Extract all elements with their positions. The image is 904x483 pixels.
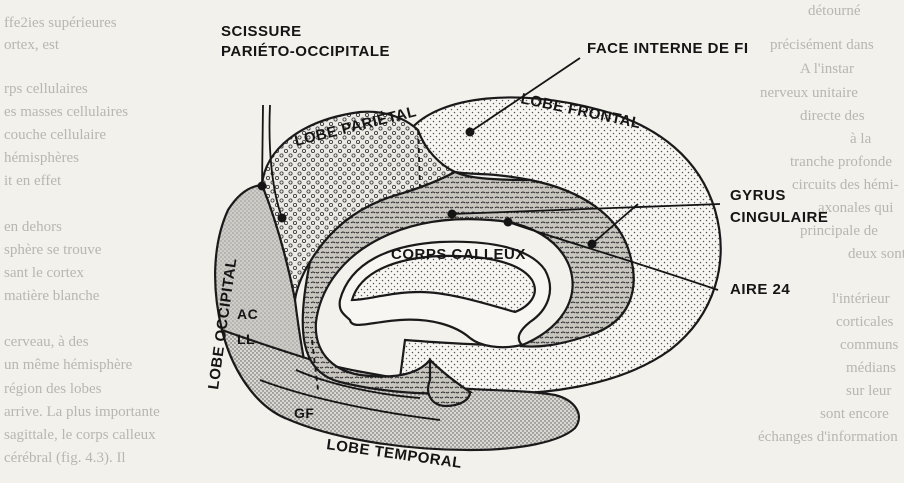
label-gyrus-line1: GYRUS [730,187,786,204]
label-scissure-line1: SCISSURE [221,23,302,40]
marker-dot [278,214,287,223]
marker-dot [258,182,267,191]
marker-dot [448,210,457,219]
marker-dot [466,128,475,137]
label-scissure-line2: PARIÉTO-OCCIPITALE [221,43,390,60]
label-ac: AC [237,306,258,322]
leader-scissure-1 [262,105,263,186]
label-ll: LL [237,331,255,347]
label-corps-calleux: CORPS CALLEUX [391,246,526,263]
label-aire-24: AIRE 24 [730,281,790,298]
marker-dot [504,218,513,227]
marker-dot [588,240,597,249]
label-gf: GF [294,405,314,421]
label-face-interne: FACE INTERNE DE FI [587,40,749,57]
label-gyrus-line2: CINGULAIRE [730,209,828,226]
